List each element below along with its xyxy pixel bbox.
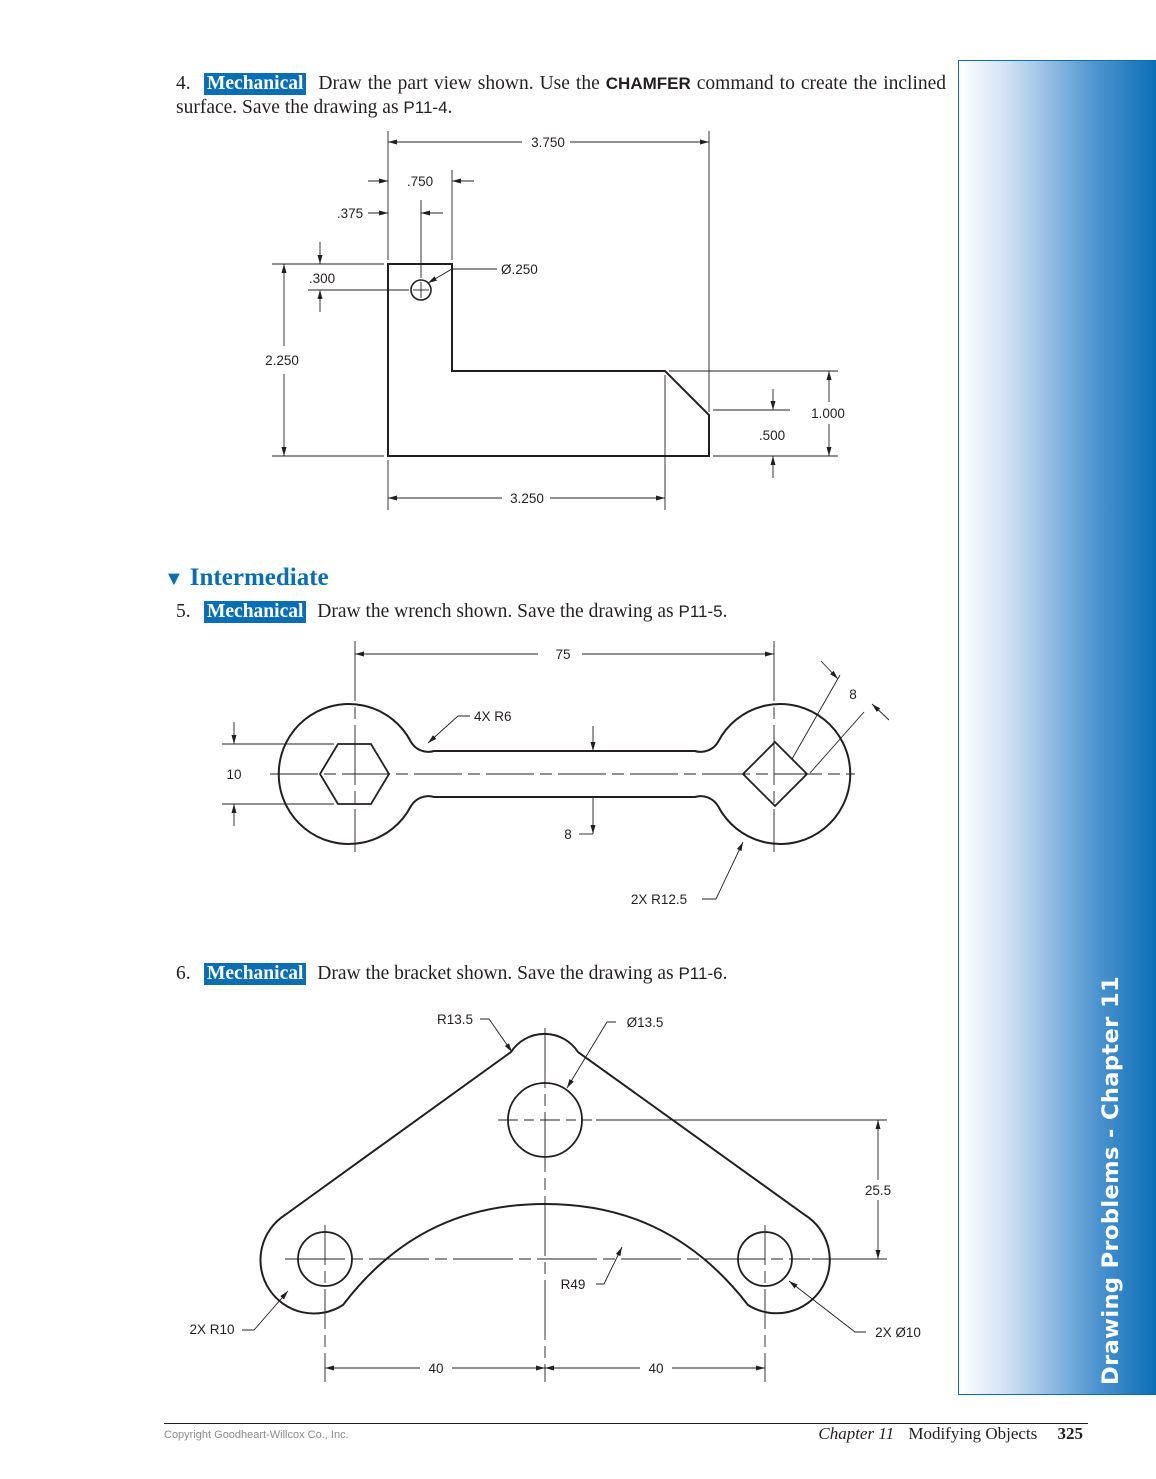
drawing-filename: P11-4	[403, 98, 448, 117]
command-name: CHAMFER	[605, 74, 691, 93]
drawing-filename: P11-5	[678, 602, 723, 621]
footer-chapter-title: Modifying Objects	[908, 1424, 1038, 1443]
dim-fillet-radius: 4X R6	[474, 709, 512, 724]
dim-left-spacing: 40	[428, 1361, 443, 1376]
dim-hole-y: .300	[309, 271, 335, 286]
dim-square-size: 8	[849, 687, 857, 702]
dim-right-spacing: 40	[648, 1361, 663, 1376]
problem-4: 4. Mechanical Draw the part view shown. U…	[176, 73, 947, 118]
bracket-drawing	[242, 1018, 887, 1382]
dim-hole-diameter: Ø.250	[501, 262, 538, 277]
part-outline	[387, 263, 710, 457]
problem-number: 6.	[176, 963, 191, 984]
side-tab-label: Drawing Problems - Chapter 11	[1098, 975, 1124, 1385]
wrench-drawing	[222, 641, 890, 900]
bracket-dimension-labels: R13.5 Ø13.5 25.5 R49 2X R10 2X Ø10 40 40	[189, 1012, 920, 1376]
bracket-outline	[259, 1032, 831, 1315]
page-number: 325	[1057, 1424, 1084, 1443]
dim-overall-height: 2.250	[265, 353, 299, 368]
problem-5: 5. Mechanical Draw the wrench shown. Save…	[176, 601, 728, 623]
chapter-side-tab	[958, 60, 1156, 1395]
mechanical-badge: Mechanical	[204, 601, 307, 623]
footer-rule	[164, 1423, 1088, 1424]
dim-bottom-width: 3.250	[510, 491, 544, 506]
wrench-dimension-labels: 75 4X R6 8 10 8 2X R12.5	[226, 647, 856, 907]
dim-arc-radius: R49	[561, 1277, 586, 1292]
dim-height: 25.5	[865, 1183, 891, 1198]
problem-text: Draw the wrench shown. Save the drawing …	[317, 601, 674, 622]
problem-number: 5.	[176, 601, 191, 622]
footer-chapter: Chapter 11	[818, 1424, 895, 1443]
problem-text-cont: command to create the inclined surface. …	[176, 73, 947, 118]
dim-handle-width: 8	[564, 827, 572, 842]
square-opening	[741, 740, 809, 808]
section-title: Intermediate	[189, 564, 329, 591]
problem-text: Draw the part view shown. Use the	[318, 73, 600, 94]
copyright-notice: Copyright Goodheart-Willcox Co., Inc.	[164, 1429, 349, 1441]
dim-step-height: 1.000	[811, 406, 845, 421]
hole-circle	[410, 279, 432, 301]
part-view-dimension-labels: 3.750 .750 .375 Ø.250 .300 2.250 1.000 .…	[265, 135, 845, 506]
drawing-filename: P11-6	[678, 964, 723, 983]
dim-hex-size: 10	[226, 767, 241, 782]
dim-overall-width: 3.750	[531, 135, 565, 150]
section-heading-intermediate: ▼Intermediate	[164, 564, 329, 592]
problem-6: 6. Mechanical Draw the bracket shown. Sav…	[176, 963, 728, 985]
dim-top-hole: Ø13.5	[627, 1015, 664, 1030]
mechanical-badge: Mechanical	[204, 73, 307, 95]
dim-hole-x: .375	[337, 206, 363, 221]
problem-number: 4.	[176, 73, 191, 94]
problem-text: Draw the bracket shown. Save the drawing…	[317, 963, 674, 984]
wrench-outline	[277, 703, 852, 845]
dim-center-distance: 75	[555, 647, 570, 662]
dim-end-radius: 2X R10	[189, 1322, 234, 1337]
dim-chamfer-height: .500	[759, 428, 785, 443]
dim-slot-width: .750	[407, 174, 433, 189]
running-footer: Chapter 11 Modifying Objects 325	[818, 1424, 1083, 1444]
dim-end-radius: 2X R12.5	[631, 892, 687, 907]
part-view-drawing	[272, 131, 838, 510]
dim-end-holes: 2X Ø10	[875, 1325, 921, 1340]
mechanical-badge: Mechanical	[204, 963, 307, 985]
dim-top-radius: R13.5	[437, 1012, 473, 1027]
triangle-marker-icon: ▼	[164, 568, 184, 590]
